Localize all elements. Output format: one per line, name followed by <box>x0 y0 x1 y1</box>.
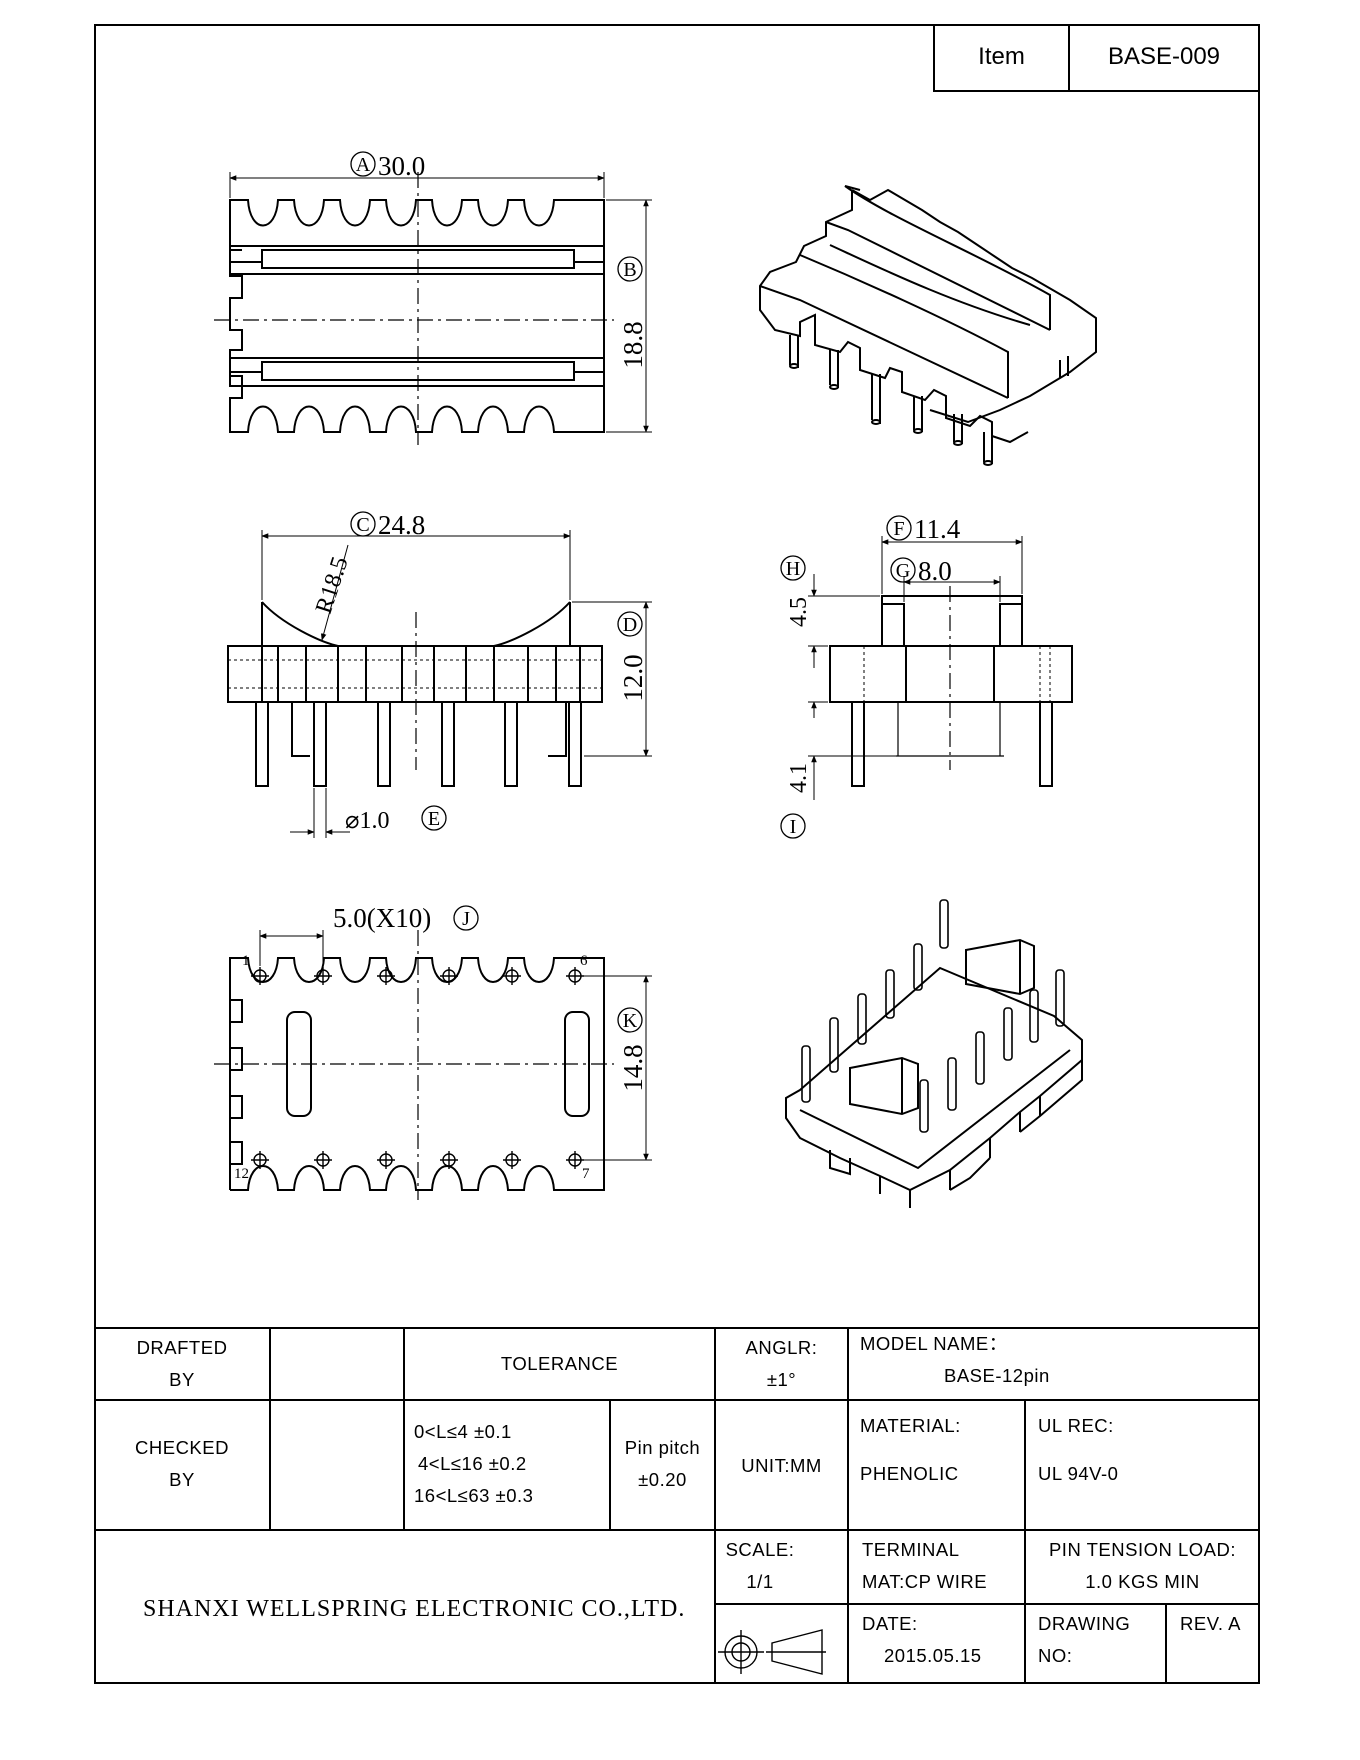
dim-f-value: 11.4 <box>914 514 961 544</box>
dim-g-letter: G <box>896 560 910 582</box>
title-block-grid <box>94 1327 1260 1684</box>
dim-d-letter: D <box>623 614 637 636</box>
dim-c-value: 24.8 <box>378 510 425 540</box>
ul-rec-value: UL 94V-0 <box>1038 1463 1119 1484</box>
dim-d-value: 12.0 <box>618 654 648 701</box>
item-value: BASE-009 <box>1107 43 1221 70</box>
pin-number-6: 6 <box>580 953 588 969</box>
unit-label: UNIT:MM <box>741 1455 822 1476</box>
revision-label: REV. A <box>1180 1613 1241 1634</box>
tolerance-label: TOLERANCE <box>500 1353 619 1374</box>
radius-label: R18.5 <box>311 554 354 617</box>
item-label: Item <box>935 24 1070 90</box>
bottom-view <box>214 905 652 1200</box>
tolerance-ranges: 0<L≤4 ±0.1 4<L≤16 ±0.2 16<L≤63 ±0.3 <box>414 1421 534 1506</box>
date-label: DATE: <box>862 1613 918 1634</box>
pin-number-7: 7 <box>582 1166 590 1182</box>
dim-k-letter: K <box>623 1010 638 1032</box>
angle-tolerance: ANGLR:±1° <box>745 1337 818 1390</box>
company-name: SHANXI WELLSPRING ELECTRONIC CO.,LTD. <box>143 1596 686 1622</box>
model-name-value: BASE-12pin <box>944 1365 1050 1386</box>
dim-c-letter: C <box>356 514 369 536</box>
projection-symbol-icon <box>718 1629 826 1675</box>
dim-e-value: ⌀1.0 <box>345 808 389 834</box>
ul-rec-label: UL REC: <box>1038 1415 1114 1436</box>
dim-a-value: 30.0 <box>378 151 425 181</box>
pin-pitch-tolerance: Pin pitch±0.20 <box>624 1437 701 1490</box>
material-label: MATERIAL: <box>860 1415 961 1436</box>
side-view <box>780 515 1073 839</box>
isometric-top-view <box>759 185 1097 466</box>
model-name-label: MODEL NAME： <box>860 1333 1008 1354</box>
dim-k-value: 14.8 <box>618 1044 648 1091</box>
pin-number-1: 1 <box>242 953 250 969</box>
dim-i-letter: I <box>790 816 797 838</box>
dim-e-letter: E <box>428 808 440 830</box>
dim-f-letter: F <box>893 518 904 540</box>
dim-j-value: 5.0(X10) <box>333 903 431 933</box>
item-box: Item BASE-009 <box>933 24 1260 92</box>
dim-a-letter: A <box>356 154 371 176</box>
dim-g-value: 8.0 <box>918 556 952 586</box>
dim-b-letter: B <box>623 259 636 281</box>
pin-number-12: 12 <box>234 1166 249 1182</box>
dim-i-value: 4.1 <box>786 763 812 793</box>
drawing-frame <box>94 24 1260 1684</box>
pin-tension-load: PIN TENSION LOAD:1.0 KGS MIN <box>1048 1539 1237 1592</box>
dim-b-value: 18.8 <box>618 321 648 368</box>
dim-j-letter: J <box>462 908 470 930</box>
dim-h-value: 4.5 <box>786 597 812 627</box>
material-value: PHENOLIC <box>860 1463 959 1484</box>
isometric-bottom-view <box>785 899 1083 1208</box>
front-view <box>227 511 652 838</box>
date-value: 2015.05.15 <box>884 1645 982 1666</box>
dim-h-letter: H <box>786 558 800 580</box>
scale-label: SCALE:1/1 <box>725 1539 795 1592</box>
top-view <box>214 151 652 445</box>
